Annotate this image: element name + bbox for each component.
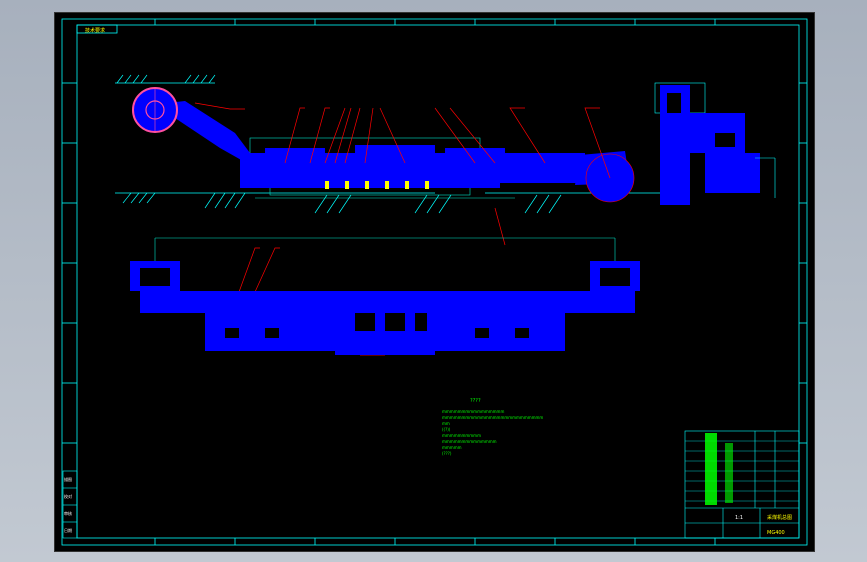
leader-lines (194, 102, 611, 356)
side-view-details (325, 181, 429, 189)
note-line-3: ((?)) (442, 427, 451, 432)
plan-view-holes (140, 268, 630, 338)
revision-block (62, 470, 78, 539)
cad-viewport[interactable]: 技术要求 描图 校对 审核 日期 (54, 12, 815, 552)
top-label: 技术要求 (85, 27, 105, 34)
title-name: 采煤机总图 (767, 514, 792, 521)
parts-list-rows (685, 440, 799, 502)
note-line-5: mmmmmmmmmmmmmm (442, 439, 497, 444)
title-block (684, 430, 800, 539)
drawing-frame (61, 18, 808, 546)
note-line-2: mm (442, 421, 450, 426)
note-line-4: mmmmmmmmmm (442, 433, 481, 438)
title-code: MG400 (767, 530, 785, 536)
plan-view-outline (154, 237, 616, 263)
left-block-label-3: 日期 (64, 527, 72, 533)
notes-list: mmmmmmmmmmmmmmmm mmmmmmmmmmmmmmmmmmmmmmm… (442, 409, 543, 456)
left-block-label-0: 描图 (64, 476, 72, 482)
left-block-label-1: 校对 (64, 493, 72, 499)
note-line-0: mmmmmmmmmmmmmmmm (442, 409, 504, 414)
title-scale: 1:1 (735, 515, 743, 521)
note-line-6: mmmmm (442, 445, 462, 450)
parts-list-fill (705, 433, 733, 505)
note-line-1: mmmmmmmmmmmmmmmmmmmmmmmmmm (442, 415, 543, 420)
drum-icon (132, 87, 178, 133)
shearer-side-view (167, 101, 630, 188)
note-line-7: (???) (442, 451, 452, 456)
end-view (654, 82, 776, 205)
notes-title: ???? (470, 398, 481, 404)
cad-drawing: 技术要求 描图 校对 审核 日期 (61, 18, 808, 546)
left-block-label-2: 审核 (64, 510, 72, 516)
shearer-plan-view (130, 261, 640, 355)
